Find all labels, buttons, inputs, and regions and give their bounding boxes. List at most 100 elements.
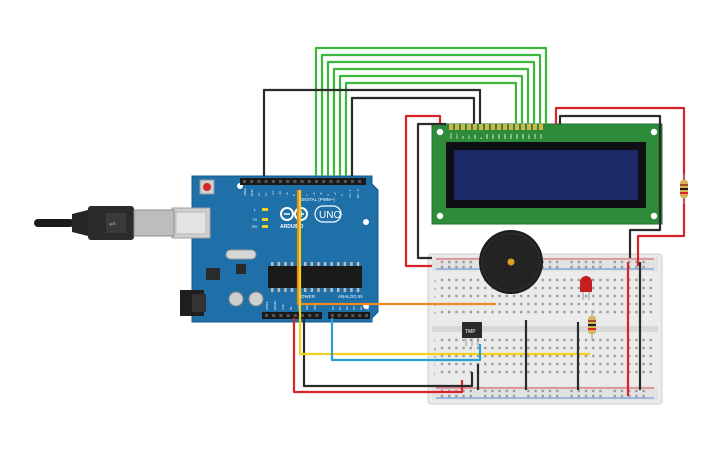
wire-green-d4[interactable] xyxy=(332,67,530,176)
rail-hole xyxy=(620,265,624,269)
breadboard-hole xyxy=(520,302,523,306)
analog-header[interactable] xyxy=(328,312,370,319)
breadboard-hole xyxy=(512,354,516,358)
breadboard-hole xyxy=(642,310,645,314)
header-hole xyxy=(301,314,304,317)
breadboard-hole xyxy=(649,310,652,314)
breadboard-hole xyxy=(556,354,559,358)
lcd-16x2[interactable]: GND VCC V0 RS RW E DB0 DB1 DB2 DB3 DB4 D… xyxy=(431,123,663,225)
usb-cable-wire xyxy=(34,219,74,227)
breadboard-hole xyxy=(462,354,465,358)
rail-hole xyxy=(448,260,451,264)
breadboard-hole xyxy=(520,370,523,374)
breadboard-hole xyxy=(541,370,544,374)
breadboard-hole xyxy=(548,302,552,306)
lcd-mount-hole xyxy=(436,212,444,220)
breadboard-hole xyxy=(505,338,508,342)
header-hole xyxy=(308,314,312,317)
wire-red-lcd-led[interactable] xyxy=(554,106,686,266)
row-letter: f xyxy=(434,338,436,343)
breadboard-hole xyxy=(527,346,530,350)
breadboard-hole xyxy=(635,354,638,358)
breadboard-hole xyxy=(570,354,573,358)
wire-red-lcd-vcc[interactable] xyxy=(404,114,442,268)
breadboard-hole xyxy=(635,302,638,306)
row-letter: g xyxy=(434,346,436,351)
breadboard-hole xyxy=(448,294,451,298)
wire-green-d11[interactable] xyxy=(320,53,542,176)
wire-black-rw-lcd[interactable] xyxy=(350,96,476,176)
breadboard-hole xyxy=(577,286,580,290)
rail-hole xyxy=(577,265,580,269)
breadboard-hole xyxy=(476,278,480,282)
chip-leg xyxy=(323,288,327,292)
analog-pin-label: A0 xyxy=(331,306,335,310)
breadboard-hole xyxy=(534,338,537,342)
breadboard-hole xyxy=(469,346,472,350)
breadboard-hole xyxy=(570,346,573,350)
resistor-icon[interactable] xyxy=(588,310,596,340)
breadboard-hole xyxy=(541,346,544,350)
rail-hole xyxy=(635,260,638,264)
breadboard-hole xyxy=(563,362,566,366)
breadboard-hole xyxy=(563,286,566,290)
breadboard-hole xyxy=(469,338,472,342)
breadboard-hole xyxy=(620,338,624,342)
breadboard-hole xyxy=(541,278,544,282)
breadboard-hole xyxy=(599,294,602,298)
wire-green-d2[interactable] xyxy=(344,81,518,176)
rail-hole xyxy=(455,394,458,398)
breadboard-hole xyxy=(592,354,595,358)
rail-hole xyxy=(505,389,508,393)
breadboard-hole xyxy=(570,278,573,282)
breadboard-hole xyxy=(541,354,544,358)
breadboard-hole xyxy=(534,310,537,314)
wire-black-lcd-gnd[interactable] xyxy=(416,122,446,260)
red-led-icon[interactable] xyxy=(580,276,592,300)
breadboard-hole xyxy=(520,362,523,366)
breadboard-hole xyxy=(620,310,624,314)
wire-black-lcd-led[interactable] xyxy=(558,114,662,258)
temperature-sensor[interactable]: TMP xyxy=(462,322,482,346)
breadboard-hole xyxy=(541,310,544,314)
rail-hole xyxy=(527,394,530,398)
wire-green-d12[interactable] xyxy=(314,46,548,176)
model-label: UNO xyxy=(319,210,341,221)
resistor-icon[interactable] xyxy=(680,174,688,204)
lcd-pin xyxy=(509,124,513,130)
lcd-pin-label: GND xyxy=(449,133,453,139)
arduino-uno[interactable]: L TX RX ARDUINO UNO DIGITAL (PWM~) POWER… xyxy=(171,175,379,323)
wire-orange-signal[interactable] xyxy=(296,190,496,306)
rail-hole xyxy=(613,389,616,393)
breadboard-hole xyxy=(498,294,501,298)
breadboard-hole xyxy=(541,302,544,306)
breadboard-hole xyxy=(512,370,516,374)
breadboard-hole xyxy=(462,286,465,290)
header-hole xyxy=(329,180,333,183)
atmega-chip xyxy=(268,266,362,288)
breadboard-hole xyxy=(592,302,595,306)
breadboard-hole xyxy=(649,302,652,306)
breadboard-hole xyxy=(635,346,638,350)
power-header[interactable] xyxy=(262,312,322,319)
piezo-buzzer-icon[interactable] xyxy=(479,230,543,294)
wire-blue-analog[interactable] xyxy=(330,318,482,362)
wire-yellow-signal[interactable] xyxy=(298,190,590,356)
breadboard-hole xyxy=(570,338,573,342)
header-hole xyxy=(286,180,290,183)
header-hole xyxy=(322,180,326,183)
wire-green-d5[interactable] xyxy=(326,60,536,176)
breadboard[interactable]: a b c d e f g h i j xyxy=(427,253,663,405)
rail-hole xyxy=(570,394,573,398)
row-letter: b xyxy=(434,286,437,291)
wire-black-gnd[interactable] xyxy=(302,318,474,388)
row-letter: e xyxy=(434,310,437,315)
lcd-pin xyxy=(479,124,483,130)
usb-cable-icon[interactable]: ⇌ xyxy=(34,206,175,240)
wire-black-gnd-lcd[interactable] xyxy=(262,88,482,176)
wire-green-d3[interactable] xyxy=(338,74,524,176)
chip-leg xyxy=(277,262,281,266)
rail-hole xyxy=(592,389,595,393)
lcd-pin xyxy=(527,124,531,130)
breadboard-hole xyxy=(642,338,645,342)
